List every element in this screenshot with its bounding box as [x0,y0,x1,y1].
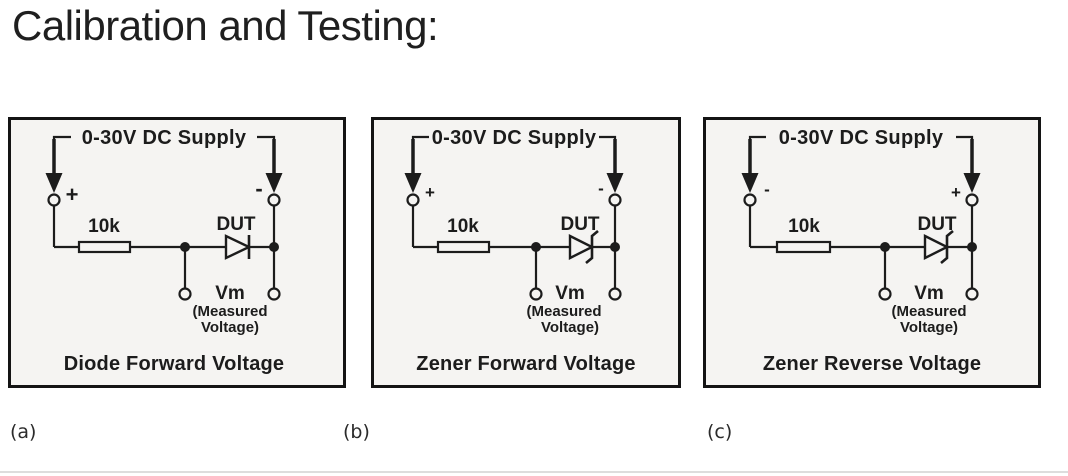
dut-label: DUT [560,214,599,235]
figure-index-b: (b) [343,421,370,443]
vm-terminal-right [965,287,979,301]
polarity-right: + [951,183,961,202]
measured-voltage-line2: Voltage) [900,319,958,336]
dut-label: DUT [216,214,255,235]
figure-caption: Zener Forward Voltage [416,353,635,375]
terminal-positive [406,193,420,207]
supply-bracket-left [411,135,429,175]
terminal-positive [965,193,979,207]
circuit-diagram-zener-forward: 0-30V DC Supply + - 10k DUT Vm (Measured… [404,127,636,375]
vm-terminal-left [878,287,892,301]
zener-diode-symbol [568,234,595,260]
resistor-symbol [775,240,832,254]
resistor-symbol [436,240,491,254]
figure-index-c: (c) [707,421,733,443]
zener-diode-symbol [923,234,950,260]
vm-label: Vm [555,283,585,304]
supply-label: 0-30V DC Supply [432,127,597,149]
polarity-left: - [764,180,770,199]
figure-diode-forward-voltage: 0-30V DC Supply + - 10k DUT Vm (Measured… [8,117,346,388]
figure-zener-reverse-voltage: 0-30V DC Supply - + 10k DUT Vm (Measured… [703,117,1041,388]
arrow-down-icon [265,173,283,193]
arrow-down-icon [45,173,63,193]
supply-label: 0-30V DC Supply [82,127,247,149]
polarity-right: - [598,179,604,198]
circuit-diagram-zener-reverse: 0-30V DC Supply - + 10k DUT Vm (Measured… [741,127,981,375]
bottom-divider [0,471,1068,473]
resistor-label: 10k [788,216,820,237]
figure-caption: Diode Forward Voltage [64,353,285,375]
figure-zener-forward-voltage: 0-30V DC Supply + - 10k DUT Vm (Measured… [371,117,681,388]
vm-label: Vm [215,283,245,304]
measured-voltage-line1: (Measured [192,303,267,320]
supply-bracket-right [599,135,617,175]
resistor-symbol [77,240,132,254]
diode-symbol [224,234,252,260]
supply-bracket-left [748,135,766,175]
dut-label: DUT [917,214,956,235]
measured-voltage-line2: Voltage) [541,319,599,336]
polarity-right: - [255,176,262,201]
figure-index-a: (a) [10,421,37,443]
vm-terminal-right [608,287,622,301]
vm-terminal-left [178,287,192,301]
measured-voltage-line1: (Measured [891,303,966,320]
page-title: Calibration and Testing: [12,2,439,49]
figure-caption: Zener Reverse Voltage [763,353,981,375]
circuit-diagram-diode-forward: 0-30V DC Supply + - 10k DUT Vm (Measured… [45,127,285,375]
vm-terminal-left [529,287,543,301]
supply-bracket-right [956,135,974,175]
supply-bracket-left [52,135,71,175]
measured-voltage-line1: (Measured [526,303,601,320]
vm-terminal-right [267,287,281,301]
terminal-positive [47,193,61,207]
vm-label: Vm [914,283,944,304]
supply-bracket-right [257,135,276,175]
terminal-negative [608,193,622,207]
arrow-down-icon [741,173,759,193]
arrow-down-icon [404,173,422,193]
resistor-label: 10k [447,216,479,237]
resistor-label: 10k [88,216,120,237]
polarity-left: + [425,183,435,202]
terminal-negative [743,193,757,207]
polarity-left: + [66,182,79,207]
terminal-negative [267,193,281,207]
supply-label: 0-30V DC Supply [779,127,944,149]
arrow-down-icon [606,173,624,193]
arrow-down-icon [963,173,981,193]
measured-voltage-line2: Voltage) [201,319,259,336]
